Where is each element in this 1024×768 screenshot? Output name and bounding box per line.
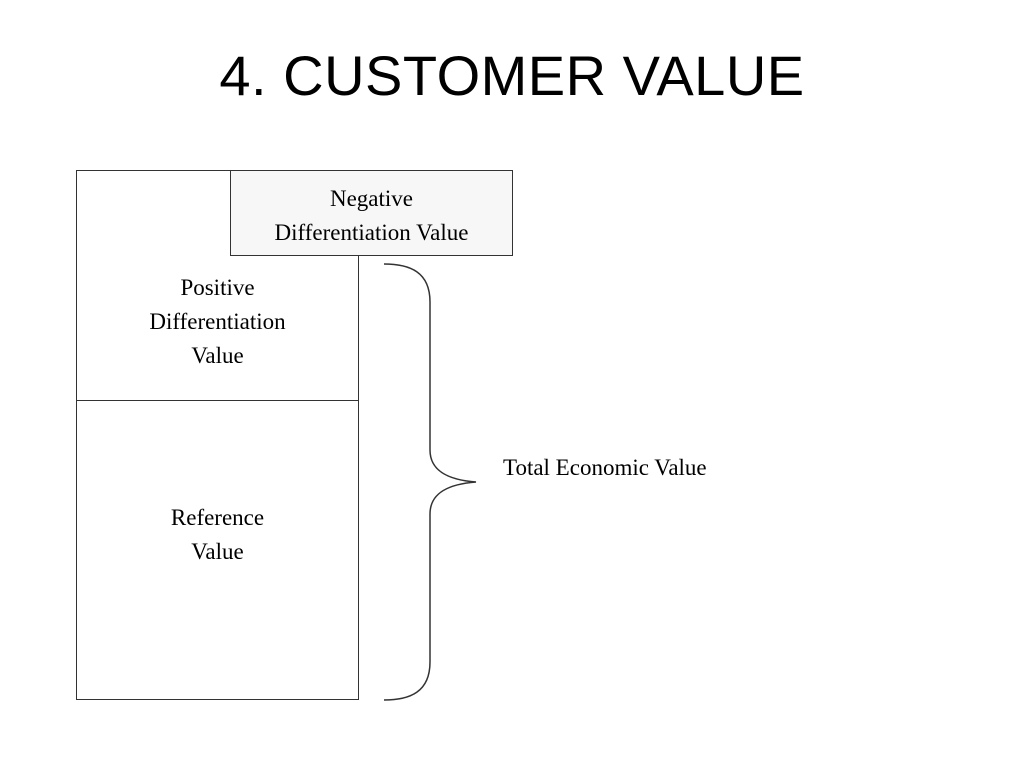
brace-path [383, 263, 477, 701]
total-value-brace-icon [383, 263, 477, 701]
negative-differentiation-value-box: Negative Differentiation Value [230, 170, 513, 256]
stack-divider [76, 400, 359, 401]
value-stack-frame [76, 170, 359, 700]
slide-title: 4. CUSTOMER VALUE [219, 44, 805, 107]
reference-value-box: Reference Value [170, 505, 265, 564]
positive-differentiation-value-box: Positive Differentiation Value [149, 275, 286, 368]
total-economic-value-label: Total Economic Value [503, 455, 707, 480]
